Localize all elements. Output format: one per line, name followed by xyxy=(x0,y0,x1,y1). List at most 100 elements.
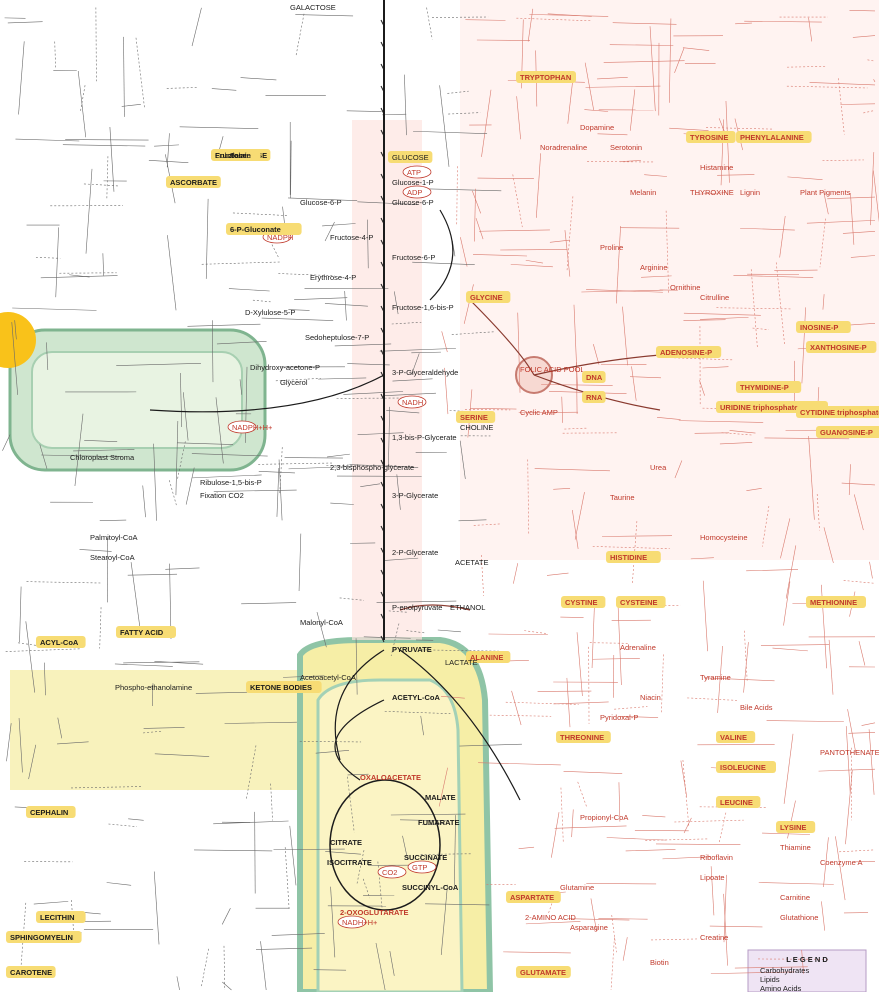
label-27: INOSINE-P xyxy=(800,323,838,332)
main-path-6: 1,3-bis-P-Glycerate xyxy=(392,433,457,442)
label-43: Dihydroxy-acetone-P xyxy=(250,363,320,372)
label-5-box xyxy=(116,626,176,638)
label-60: Serotonin xyxy=(610,143,642,152)
main-path-0: Glucose-1-P xyxy=(392,178,434,187)
cofactor-badge-7 xyxy=(407,860,437,874)
legend-title: L E G E N D xyxy=(786,955,828,964)
label-2: GALACTOSE xyxy=(290,3,336,12)
label-17: Chloroplast Stroma xyxy=(70,453,135,462)
amino-acid-5-box xyxy=(616,596,666,608)
label-36: Bile Acids xyxy=(740,703,773,712)
pathway-arc-4 xyxy=(149,374,385,413)
label-37: 2-AMINO ACID xyxy=(525,913,576,922)
amino-acid-15: ASPARTATE xyxy=(510,893,554,902)
label-70: Biotin xyxy=(650,958,669,967)
cofactor-badge-6 xyxy=(377,865,407,879)
label-3-box xyxy=(166,176,221,188)
tca-4: SUCCINYL-CoA xyxy=(402,883,459,892)
label-54: Proline xyxy=(600,243,623,252)
legend-row-0: Carbohydrates xyxy=(760,966,809,975)
amino-acid-8: VALINE xyxy=(720,733,747,742)
label-64: Tyramine xyxy=(700,673,731,682)
label-24: URIDINE triphosphate xyxy=(720,403,798,412)
label-67: Creatine xyxy=(700,933,728,942)
label-62: Noradrenaline xyxy=(540,143,587,152)
pathway-arc-6 xyxy=(533,354,661,376)
label-23-box xyxy=(736,381,802,393)
tca-0: OXALOACETATE xyxy=(360,773,421,782)
legend-row-2: Amino Acids xyxy=(760,984,802,992)
label-69: Carnitine xyxy=(780,893,810,902)
main-path-5: 3-P-Glyceraldehyde xyxy=(392,368,458,377)
label-9-box xyxy=(6,931,82,943)
cofactor-2: NADH xyxy=(402,398,423,407)
label-59: Histamine xyxy=(700,163,733,172)
amino-acid-13-box xyxy=(556,731,611,743)
amino-acid-2-box xyxy=(736,131,812,143)
amino-acid-14: ALANINE xyxy=(470,653,503,662)
pathway-labels: Glucose-1-PGLUCOSEGlucose-6-PFructose-6-… xyxy=(6,3,879,992)
pathway-arc-0 xyxy=(334,649,385,761)
label-50: Malonyl-CoA xyxy=(300,618,343,627)
label-63: Adrenaline xyxy=(620,643,656,652)
pathway-arc-3 xyxy=(429,209,454,301)
amino-acid-1-box xyxy=(686,131,736,143)
label-56: Ornithine xyxy=(670,283,700,292)
amino-acid-12-box xyxy=(606,551,661,563)
amino-acid-11-box xyxy=(776,821,816,833)
label-53: Asparagine xyxy=(570,923,608,932)
main-path-3: Fructose-6-P xyxy=(392,253,435,262)
label-25-box xyxy=(796,406,879,418)
label-4-box xyxy=(226,223,302,235)
tca-cycle-ring xyxy=(329,779,441,911)
label-10-box xyxy=(26,806,76,818)
label-42: D-Xylulose-5-P xyxy=(245,308,295,317)
label-65: Homocysteine xyxy=(700,533,748,542)
amino-acid-4-box xyxy=(456,411,496,423)
cofactor-0: ATP xyxy=(407,168,421,177)
amino-acid-5: CYSTEINE xyxy=(620,598,658,607)
amino-acid-14-box xyxy=(466,651,511,663)
label-20-box xyxy=(582,391,606,403)
amino-acid-2: PHENYLALANINE xyxy=(740,133,804,142)
label-26: XANTHOSINE-P xyxy=(810,343,867,352)
amino-acid-15-box xyxy=(506,891,561,903)
label-4: 6-P-Gluconate xyxy=(230,225,281,234)
label-14: LACTATE xyxy=(445,658,478,667)
label-1-box xyxy=(211,149,261,161)
label-49: Stearoyl-CoA xyxy=(90,553,135,562)
tca-6: FUMARATE xyxy=(418,818,460,827)
amino-acid-4: SERINE xyxy=(460,413,488,422)
label-31: Cyclic AMP xyxy=(520,408,558,417)
label-71: Lipoate xyxy=(700,873,725,882)
label-40: Erythrose-4-P xyxy=(310,273,356,282)
label-7: KETONE BODIES xyxy=(250,683,312,692)
main-path-1-box xyxy=(388,151,433,163)
label-72: Thiamine xyxy=(780,843,811,852)
label-30: PANTOTHENATE xyxy=(820,748,879,757)
amino-acid-9: ISOLEUCINE xyxy=(720,763,766,772)
amino-acid-3-box xyxy=(466,291,511,303)
amino-acid-12: HISTIDINE xyxy=(610,553,647,562)
label-55: Arginine xyxy=(640,263,668,272)
label-48: Palmitoyl-CoA xyxy=(90,533,138,542)
main-path-11: ACETYL-CoA xyxy=(392,693,440,702)
main-path-8: 2-P-Glycerate xyxy=(392,548,438,557)
pathway-arc-1 xyxy=(399,649,521,801)
label-57: Citrulline xyxy=(700,293,729,302)
label-27-box xyxy=(796,321,851,333)
label-33: THYROXINE xyxy=(690,188,734,197)
label-3: ASCORBATE xyxy=(170,178,217,187)
label-39: Fructose-4-P xyxy=(330,233,373,242)
label-6: ACYL-CoA xyxy=(40,638,79,647)
cofactor-5: NADH+H+ xyxy=(342,918,378,927)
pathway-arc-2 xyxy=(334,699,385,781)
main-path-4: Fructose-1,6-bis-P xyxy=(392,303,454,312)
label-44: Glycerol xyxy=(280,378,308,387)
amino-acid-10: LEUCINE xyxy=(720,798,753,807)
amino-acid-3: GLYCINE xyxy=(470,293,503,302)
label-45: 2,3-bisphospho-glycerate xyxy=(330,463,414,472)
